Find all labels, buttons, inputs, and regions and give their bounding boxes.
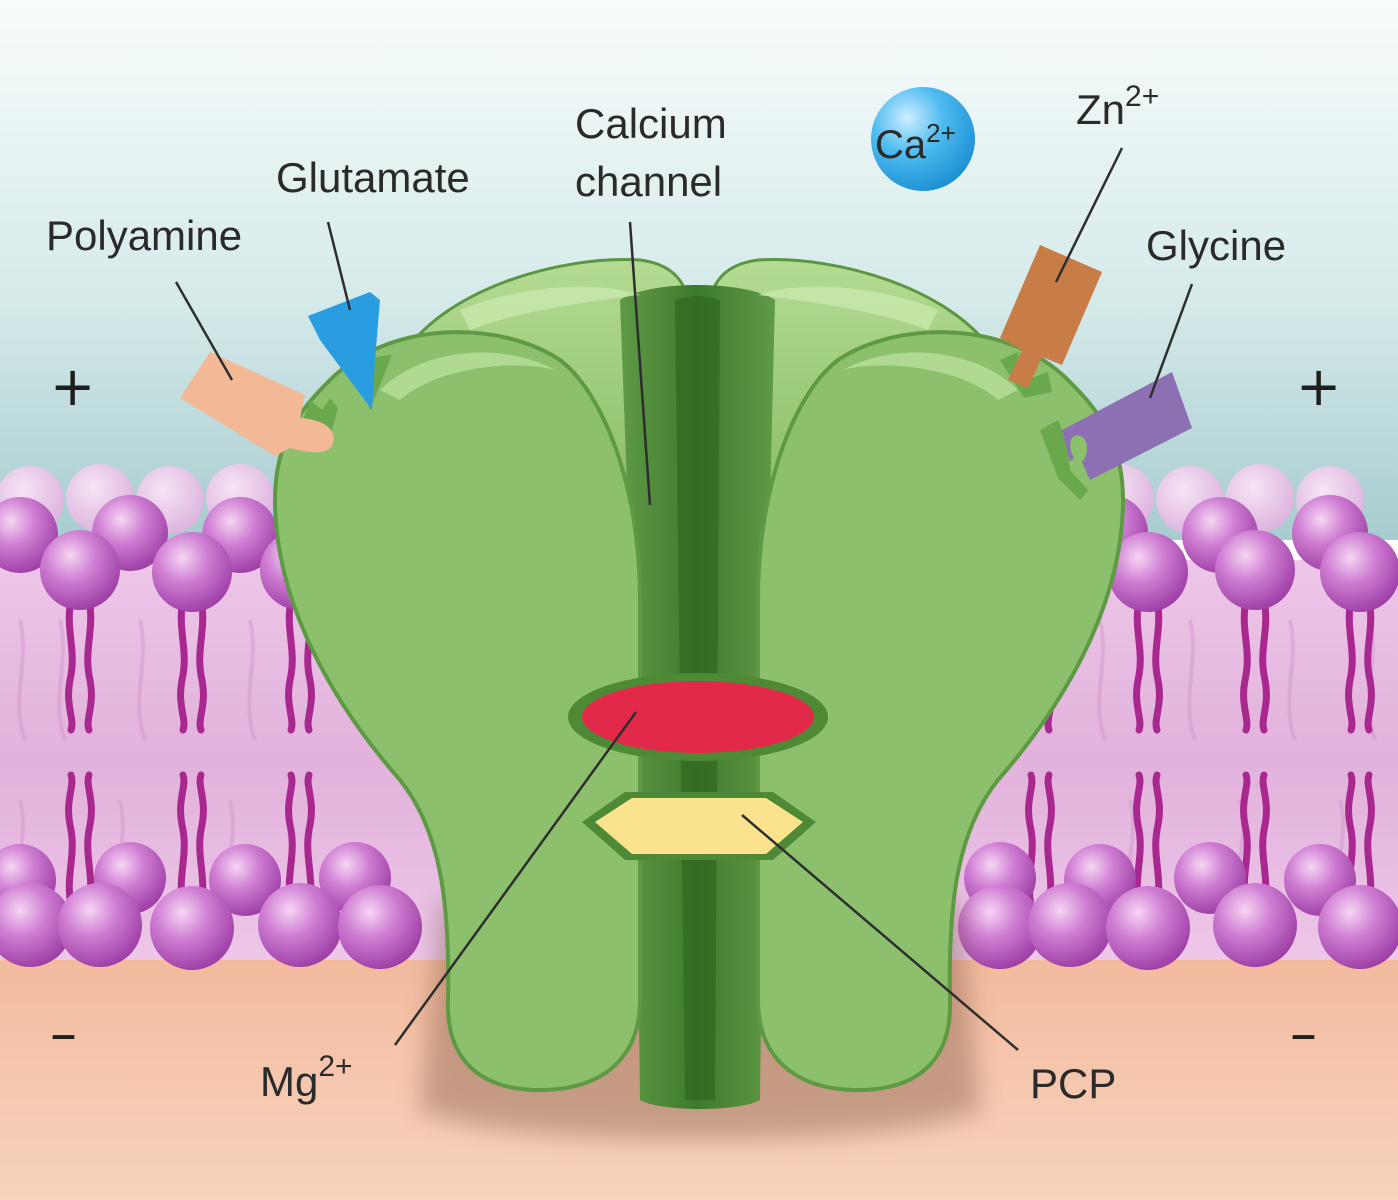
calcium-ion-label: Ca2+ bbox=[875, 118, 956, 167]
glycine-ligand bbox=[1062, 372, 1192, 480]
charge-outside-right: + bbox=[1296, 355, 1341, 418]
pcp-label: PCP bbox=[1030, 1060, 1116, 1107]
magnesium-symbol: Mg bbox=[260, 1058, 318, 1105]
zinc-symbol: Zn bbox=[1076, 86, 1125, 133]
leader-lines bbox=[174, 147, 1194, 1051]
zinc-label: Zn2+ bbox=[1076, 80, 1159, 133]
zinc-binding-site bbox=[1000, 352, 1052, 398]
membrane-lower-front-row bbox=[0, 883, 1398, 970]
glycine-binding-site bbox=[1040, 420, 1088, 500]
left-top-highlight bbox=[460, 286, 640, 330]
calcium-ion bbox=[871, 87, 975, 191]
zinc-charge: 2+ bbox=[1125, 80, 1159, 113]
polyamine-label: Polyamine bbox=[46, 212, 242, 259]
right-highlight bbox=[843, 352, 1018, 400]
polyamine-binding-site bbox=[298, 398, 338, 435]
charge-inside-right: – bbox=[1290, 1002, 1317, 1065]
zinc-ligand bbox=[1000, 245, 1102, 388]
receptor-right-subunit bbox=[756, 330, 1126, 1093]
left-highlight bbox=[380, 352, 555, 400]
pcp-molecule bbox=[595, 798, 803, 854]
magnesium-charge: 2+ bbox=[318, 1050, 352, 1083]
glutamate-label: Glutamate bbox=[276, 154, 470, 201]
receptor-left-subunit bbox=[272, 330, 642, 1093]
calcium-channel-label-line2: channel bbox=[575, 158, 722, 205]
magnesium-label: Mg2+ bbox=[260, 1050, 353, 1105]
charge-outside-left: + bbox=[50, 355, 95, 418]
glycine-label: Glycine bbox=[1146, 222, 1286, 269]
calcium-channel-label-line1: Calcium bbox=[575, 100, 727, 147]
polyamine-ligand bbox=[180, 352, 334, 456]
calcium-ion-symbol: Ca bbox=[875, 123, 927, 167]
glutamate-ligand bbox=[308, 292, 380, 410]
magnesium-ion bbox=[582, 681, 814, 753]
charge-inside-left: – bbox=[50, 1002, 77, 1065]
calcium-ion-charge: 2+ bbox=[926, 118, 956, 148]
right-top-highlight bbox=[758, 286, 938, 330]
